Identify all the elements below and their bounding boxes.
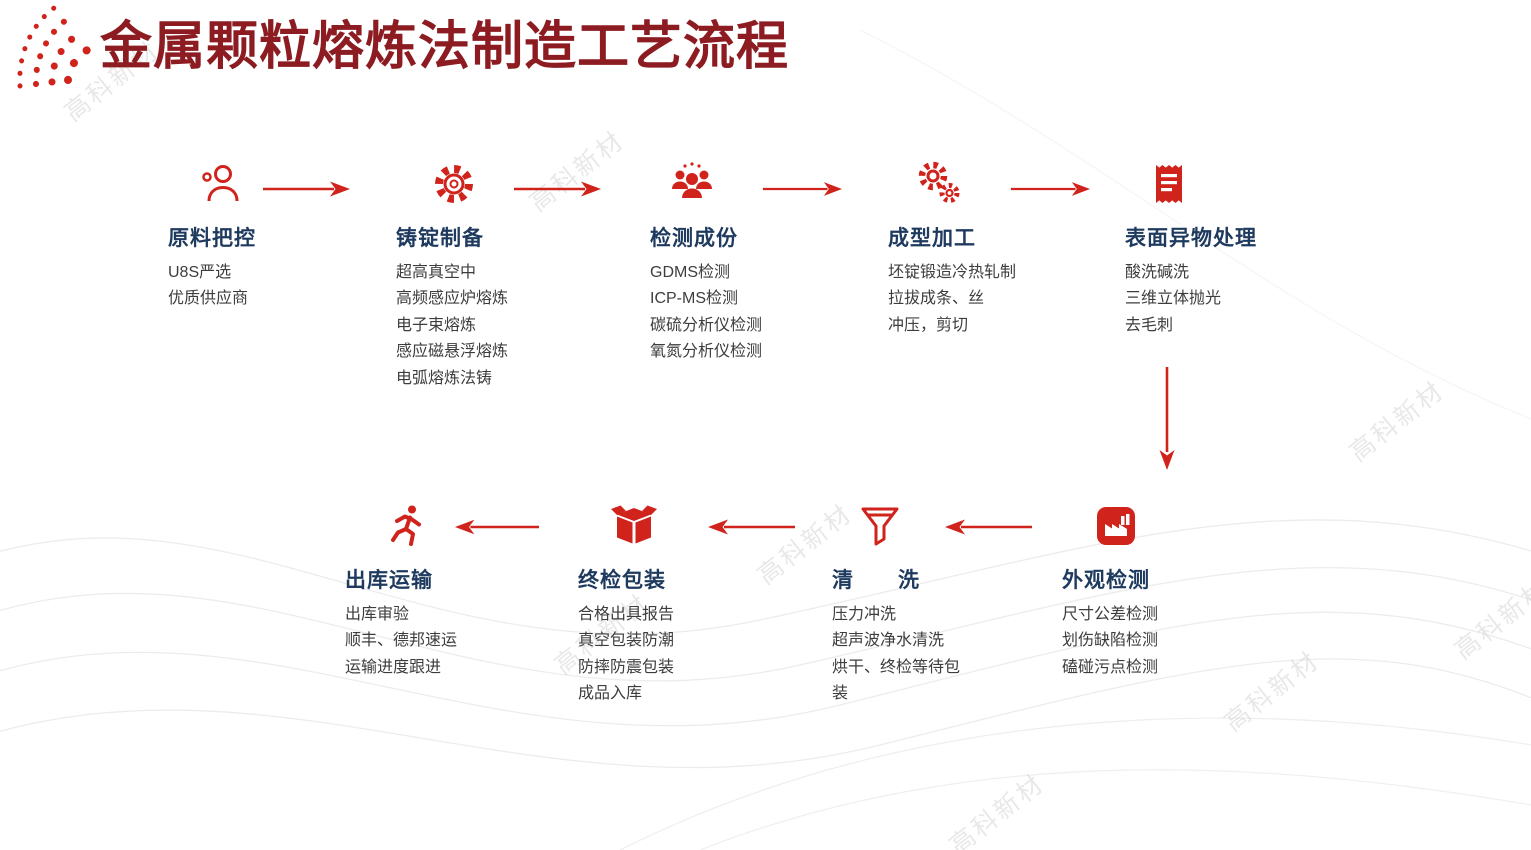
- step-title: 清 洗: [832, 569, 920, 592]
- step-detail-line: 真空包装防潮: [578, 632, 675, 650]
- watermark-text: 高科新材: [1219, 646, 1325, 738]
- step-surface-foreign-matter-treatment: 表面异物处理 酸洗碱洗三维立体抛光去毛刺: [1125, 160, 1300, 339]
- step-detail-line: 防摔防震包装: [578, 658, 675, 676]
- step-appearance-inspection: 外观检测 尺寸公差检测划伤缺陷检测磕碰污点检测: [1062, 502, 1222, 681]
- step-detail-line: 压力冲洗: [832, 606, 897, 623]
- step-title: 铸锭制备: [396, 227, 484, 250]
- step-detail-line: 超声波净水清洗: [832, 632, 945, 650]
- step-detail-line: GDMS检测: [650, 264, 731, 281]
- flow-arrow-left-icon: [455, 517, 540, 537]
- step-detail-line: 电弧熔炼法铸: [396, 369, 493, 387]
- step-detail-line: 酸洗碱洗: [1125, 264, 1190, 281]
- flow-arrow-right-icon: [762, 179, 842, 199]
- step-details: 压力冲洗超声波净水清洗烘干、终检等待包装: [832, 602, 968, 708]
- step-details: U8S严选优质供应商: [168, 260, 318, 313]
- step-raw-material-control: 原料把控 U8S严选优质供应商: [168, 160, 318, 313]
- step-details: 出库审验顺丰、德邦速运运输进度跟进: [345, 602, 505, 681]
- step-title: 原料把控: [168, 227, 256, 250]
- gears-icon: [914, 160, 962, 208]
- step-detail-line: U8S严选: [168, 264, 232, 281]
- step-detail-line: 磕碰污点检测: [1062, 658, 1159, 676]
- step-details: 合格出具报告真空包装防潮防摔防震包装成品入库: [578, 602, 743, 708]
- flow-arrow-right-icon: [1010, 179, 1090, 199]
- step-title: 表面异物处理: [1125, 227, 1257, 250]
- receipt-icon: [1145, 160, 1193, 208]
- step-detail-line: 冲压，剪切: [888, 316, 969, 334]
- step-title: 出库运输: [345, 569, 433, 592]
- step-ingot-preparation: 铸锭制备 超高真空中高频感应炉熔炼电子束熔炼感应磁悬浮熔炼电弧熔炼法铸: [396, 160, 566, 392]
- step-title: 成型加工: [888, 227, 976, 250]
- step-title: 检测成份: [650, 227, 738, 250]
- step-details: 酸洗碱洗三维立体抛光去毛刺: [1125, 260, 1300, 339]
- step-detail-line: 划伤缺陷检测: [1062, 632, 1159, 650]
- step-title: 外观检测: [1062, 569, 1150, 592]
- step-details: GDMS检测 ICP-MS检测碳硫分析仪检测氧氮分析仪检测: [650, 260, 820, 366]
- gear-icon: [430, 160, 478, 208]
- page-title: 金属颗粒熔炼法制造工艺流程: [100, 19, 790, 76]
- brand-dots-decoration: [8, 0, 100, 92]
- step-details: 尺寸公差检测划伤缺陷检测磕碰污点检测: [1062, 602, 1222, 681]
- step-detail-line: 碳硫分析仪检测: [650, 316, 763, 334]
- step-detail-line: 氧氮分析仪检测: [650, 343, 763, 361]
- step-detail-line: 尺寸公差检测: [1062, 606, 1159, 623]
- step-detail-line: 三维立体抛光: [1125, 290, 1222, 308]
- step-detail-line: 合格出具报告: [578, 606, 675, 623]
- watermark-text: 高科新材: [1344, 376, 1450, 468]
- step-detail-line: ICP-MS检测: [650, 290, 739, 308]
- step-detail-line: 拉拔成条、丝: [888, 290, 985, 308]
- step-details: 超高真空中高频感应炉熔炼电子束熔炼感应磁悬浮熔炼电弧熔炼法铸: [396, 260, 566, 392]
- step-detail-line: 出库审验: [345, 606, 410, 623]
- step-composition-testing: 检测成份 GDMS检测 ICP-MS检测碳硫分析仪检测氧氮分析仪检测: [650, 160, 820, 366]
- user-icon: [196, 160, 244, 208]
- team-icon: [668, 160, 716, 208]
- open-box-icon: [610, 502, 658, 550]
- flow-arrow-down-icon: [1157, 366, 1177, 470]
- step-details: 坯锭锻造冷热轧制拉拔成条、丝冲压，剪切: [888, 260, 1058, 339]
- flow-arrow-left-icon: [945, 517, 1033, 537]
- flow-arrow-right-icon: [512, 179, 602, 199]
- watermark-text: 高科新材: [944, 769, 1050, 850]
- step-detail-line: 顺丰、德邦速运: [345, 632, 458, 650]
- runner-icon: [383, 502, 431, 550]
- step-title: 终检包装: [578, 569, 666, 592]
- step-detail-line: 优质供应商: [168, 290, 249, 308]
- step-detail-line: 运输进度跟进: [345, 658, 442, 676]
- funnel-icon: [856, 502, 904, 550]
- watermark-text: 高科新材: [1449, 574, 1531, 666]
- step-detail-line: 烘干、终检等待包装: [832, 658, 961, 703]
- step-detail-line: 高频感应炉熔炼: [396, 290, 509, 308]
- step-detail-line: 电子束熔炼: [396, 316, 477, 334]
- step-detail-line: 感应磁悬浮熔炼: [396, 343, 509, 361]
- step-detail-line: 坯锭锻造冷热轧制: [888, 264, 1017, 281]
- step-detail-line: 去毛刺: [1125, 316, 1174, 334]
- factory-icon: [1092, 502, 1140, 550]
- flow-arrow-left-icon: [708, 517, 796, 537]
- step-detail-line: 成品入库: [578, 685, 643, 703]
- flow-arrow-right-icon: [262, 179, 350, 199]
- step-detail-line: 超高真空中: [396, 264, 477, 281]
